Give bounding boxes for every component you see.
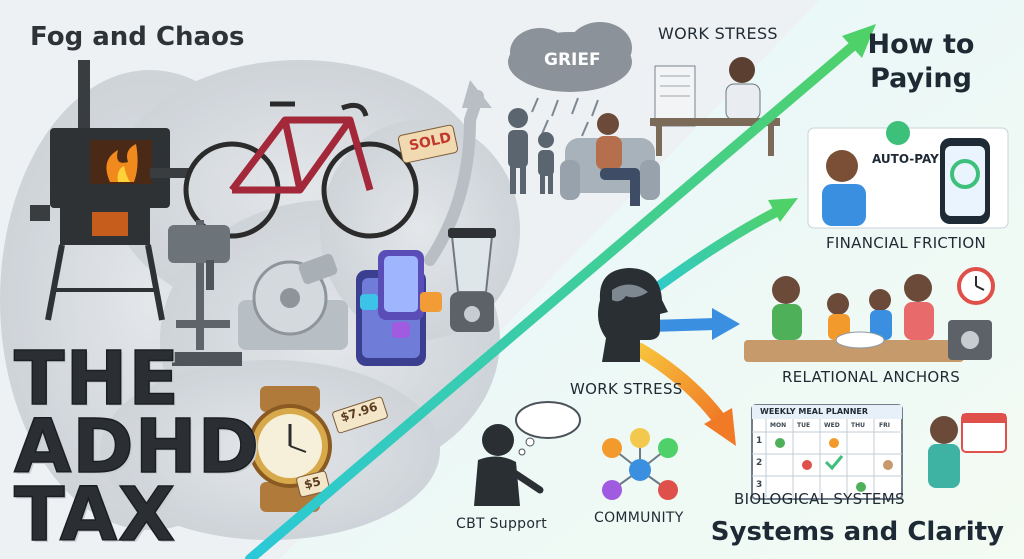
family-dinner-illustration [744, 267, 995, 362]
meal-planner-row-3: 3 [756, 480, 763, 490]
smartphone-icon [356, 250, 442, 366]
meal-planner-day-tue: TUE [797, 422, 811, 429]
financial-friction-illustration [807, 121, 1009, 229]
curved-arrow-icon [424, 90, 484, 266]
relational-anchors-label: RELATIONAL ANCHORS [782, 368, 961, 386]
armchair-person-icon [560, 113, 660, 206]
community-label: COMMUNITY [594, 510, 684, 526]
systems-clarity-footer: Systems and Clarity [710, 517, 1004, 547]
meal-planner-day-mon: MON [770, 422, 787, 429]
grief-label: GRIEF [544, 50, 601, 70]
wood-stove-icon [30, 60, 190, 321]
biological-arrow-icon [633, 343, 727, 427]
cbt-support-label: CBT Support [456, 516, 548, 532]
meal-planner-illustration [751, 404, 1007, 500]
biological-systems-label: BIOLOGICAL SYSTEMS [734, 490, 905, 508]
work-stress-top-label: WORK STRESS [658, 24, 778, 43]
meal-planner-title: WEEKLY MEAL PLANNER [760, 407, 869, 416]
fog-heading: Fog and Chaos [30, 22, 245, 52]
how-to-heading: How to Paying [867, 29, 975, 94]
cbt-support-icon [474, 401, 581, 506]
work-stress-desk-icon [650, 57, 780, 156]
sold-tag-icon [397, 124, 459, 164]
progress-arrow-head-icon [842, 24, 876, 58]
arrow-head-icon [462, 80, 492, 108]
grief-cloud-icon [508, 22, 632, 137]
title-line-adhd: ADHD [13, 403, 261, 491]
relational-arrow-head-icon [712, 308, 740, 340]
blender-icon [448, 228, 496, 332]
meal-planner-day-fri: FRI [879, 422, 890, 429]
progress-arrow-icon [245, 35, 865, 559]
meat-slicer-icon [238, 253, 348, 350]
auto-pay-label: AUTO-PAY [872, 152, 939, 166]
biological-arrow-head-icon [704, 408, 736, 446]
work-stress-label: WORK STRESS [570, 380, 683, 398]
head-silhouette-icon [598, 268, 668, 362]
title-line-tax: TAX [13, 471, 177, 559]
price-tag-icon [296, 396, 388, 498]
relational-arrow-icon [644, 318, 722, 332]
meal-planner-row-2: 2 [756, 458, 763, 468]
bicycle-icon [183, 101, 419, 239]
title-line-the: THE [13, 335, 180, 423]
meal-planner-day-thu: THU [851, 422, 865, 429]
meal-planner-day-wed: WED [824, 422, 840, 429]
drill-press-icon [168, 220, 242, 366]
family-silhouette-icon [508, 108, 554, 194]
financial-friction-label: FINANCIAL FRICTION [826, 234, 986, 252]
meal-planner-row-1: 1 [756, 436, 763, 446]
financial-arrow-head-icon [768, 198, 798, 222]
community-network-icon [602, 428, 678, 500]
